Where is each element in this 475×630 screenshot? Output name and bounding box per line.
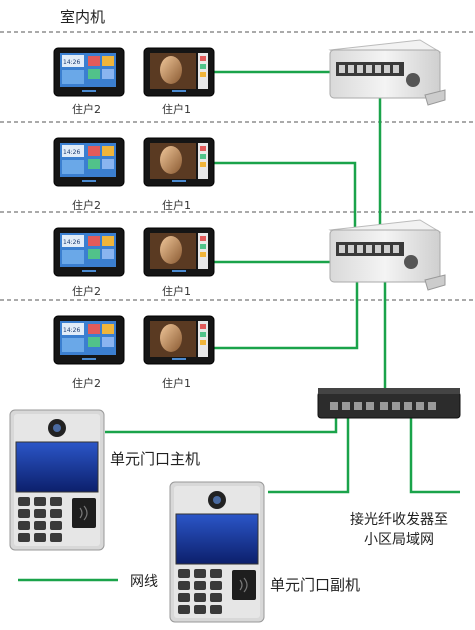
keypad-key — [50, 509, 62, 518]
indoor-monitor: 14:26 — [53, 137, 125, 187]
sub-station-label: 单元门口副机 — [270, 576, 360, 594]
indoor-monitor: 14:26 — [53, 47, 125, 97]
main-station-label: 单元门口主机 — [110, 450, 200, 468]
unit-label: 住户1 — [162, 284, 191, 298]
unit-label: 住户1 — [162, 198, 191, 212]
visitor-face — [160, 56, 182, 84]
indoor-monitor — [143, 137, 215, 187]
card-reader — [72, 498, 96, 528]
floor-dividers — [0, 31, 475, 301]
unit-label: 住户1 — [162, 376, 191, 390]
floor-switch-lower — [328, 219, 446, 291]
monitor-video-screen — [150, 143, 208, 179]
monitor-video-screen — [150, 233, 208, 269]
keypad-key — [34, 521, 46, 530]
main-door-station — [9, 409, 105, 551]
unit-label: 住户1 — [162, 102, 191, 116]
keypad-key — [50, 521, 62, 530]
indoor-monitor — [143, 47, 215, 97]
cable — [409, 415, 460, 494]
keypad-key — [194, 581, 206, 590]
monitor-home-screen: 14:26 — [60, 321, 116, 355]
keypad-key — [194, 569, 206, 578]
unit-label: 住户2 — [72, 284, 101, 298]
cable — [268, 415, 350, 494]
indoor-monitor: 14:26 — [53, 315, 125, 365]
keypad-key — [18, 533, 30, 542]
monitor-home-screen: 14:26 — [60, 143, 116, 177]
monitor-clock: 14:26 — [63, 239, 80, 246]
keypad-key — [50, 533, 62, 542]
visitor-face — [160, 236, 182, 264]
keypad-key — [34, 509, 46, 518]
network-switch — [317, 388, 461, 419]
monitor-clock: 14:26 — [63, 327, 80, 334]
keypad-key — [210, 593, 222, 602]
keypad-key — [18, 497, 30, 506]
keypad-key — [194, 605, 206, 614]
keypad — [18, 497, 62, 542]
unit-label: 住户2 — [72, 376, 101, 390]
unit-label: 住户2 — [72, 102, 101, 116]
cable — [214, 255, 359, 350]
keypad — [178, 569, 222, 614]
keypad-key — [194, 593, 206, 602]
keypad-key — [18, 509, 30, 518]
keypad-key — [178, 581, 190, 590]
station-screen — [175, 513, 259, 565]
keypad-key — [210, 569, 222, 578]
indoor-units: 14:26 住户2 住户1 14:26 住户2 住户1 14:26 住户2 住户1 14:26 住户… — [53, 47, 215, 390]
cable — [214, 161, 357, 255]
keypad-key — [18, 521, 30, 530]
keypad-key — [178, 593, 190, 602]
monitor-clock: 14:26 — [63, 149, 80, 156]
monitor-home-screen: 14:26 — [60, 53, 116, 87]
visitor-face — [160, 146, 182, 174]
monitor-video-screen — [150, 321, 208, 357]
keypad-key — [178, 605, 190, 614]
monitor-clock: 14:26 — [63, 59, 80, 66]
indoor-monitor — [143, 315, 215, 365]
switch-power-connector — [406, 73, 420, 87]
card-reader — [232, 570, 256, 600]
sub-door-station — [169, 481, 265, 623]
indoor-monitor — [143, 227, 215, 277]
unit-label: 住户2 — [72, 198, 101, 212]
keypad-key — [210, 605, 222, 614]
cable — [105, 415, 338, 434]
visitor-face — [160, 324, 182, 352]
keypad-key — [34, 497, 46, 506]
floor-switch-upper — [328, 39, 446, 106]
station-screen — [15, 441, 99, 493]
uplink-note-line1: 接光纤收发器至 — [350, 511, 448, 528]
indoor-monitor: 14:26 — [53, 227, 125, 277]
keypad-key — [178, 569, 190, 578]
monitor-video-screen — [150, 53, 208, 89]
keypad-key — [34, 533, 46, 542]
uplink-note-line2: 小区局域网 — [364, 532, 434, 548]
monitor-home-screen: 14:26 — [60, 233, 116, 267]
legend-label: 网线 — [130, 574, 158, 590]
indoor-units-title: 室内机 — [60, 8, 105, 26]
cable — [214, 253, 347, 264]
keypad-key — [50, 497, 62, 506]
switch-power-connector — [404, 255, 418, 269]
keypad-key — [210, 581, 222, 590]
